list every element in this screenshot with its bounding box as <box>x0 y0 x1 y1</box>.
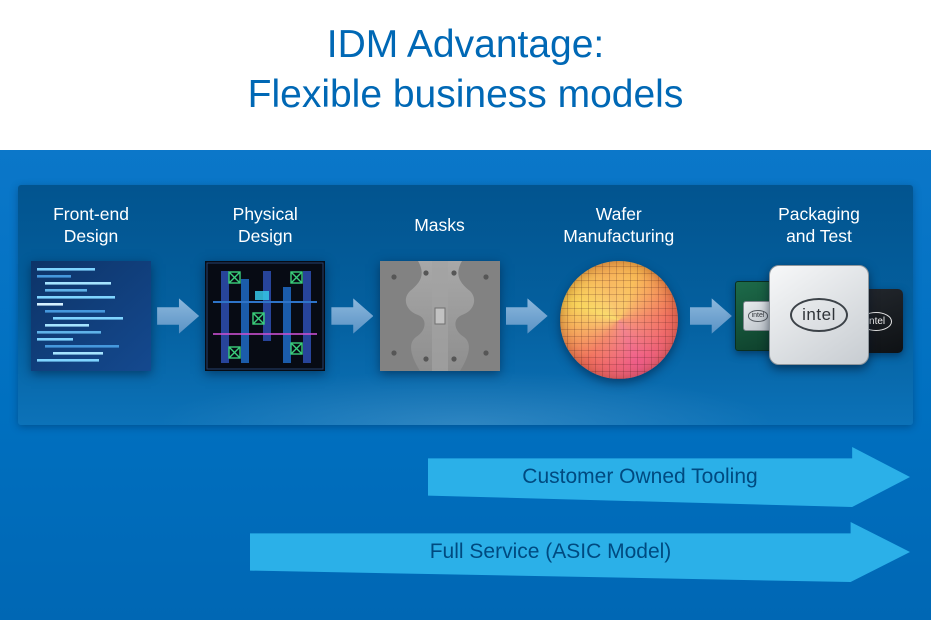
wafer-image <box>559 261 678 379</box>
banner-label: Full Service (ASIC Model) <box>429 540 672 563</box>
pcb-chip-cap: intel <box>743 301 773 331</box>
page-title: IDM Advantage: Flexible business models <box>0 20 931 120</box>
title-line-1: IDM Advantage: <box>326 23 605 66</box>
title-line-2: Flexible business models <box>247 72 684 116</box>
masks-image <box>379 261 500 371</box>
stage-physical-design: Physical Design <box>200 201 330 425</box>
stage-label: Physical Design <box>233 201 298 249</box>
stage-packaging-and-test: Packaging and Test intel intel <box>733 201 905 425</box>
stage-front-end-design: Front-end Design <box>26 201 156 425</box>
front-end-design-image <box>31 261 151 371</box>
mask-sem-icon <box>379 261 500 371</box>
banner-label: Customer Owned Tooling <box>522 465 758 488</box>
code-screen-icon <box>31 261 151 371</box>
stage-label: Wafer Manufacturing <box>563 201 674 249</box>
flow-arrow-icon <box>331 298 374 334</box>
stage-label: Front-end Design <box>53 201 129 249</box>
stage-label: Packaging and Test <box>778 201 860 249</box>
stage-label-line: Design <box>238 226 293 246</box>
stage-label-line: Packaging <box>778 203 860 224</box>
stage-label-line: Physical <box>232 203 298 224</box>
stage-masks: Masks <box>375 201 505 425</box>
flow-arrow-icon <box>157 298 200 334</box>
stage-label: Masks <box>414 201 465 249</box>
stage-label-line: Manufacturing <box>563 226 675 246</box>
process-band: Front-end Design <box>18 185 913 425</box>
flow-arrow-icon <box>505 298 548 334</box>
customer-owned-tooling-arrow: Customer Owned Tooling <box>428 447 910 507</box>
intel-logo-icon: intel <box>747 310 769 322</box>
chip-layout-icon <box>205 261 326 371</box>
stage-label-line: Wafer <box>595 203 642 224</box>
blue-background: Front-end Design <box>0 150 931 620</box>
stage-label-line: Design <box>63 226 119 246</box>
process-row: Front-end Design <box>18 185 913 425</box>
intel-logo-icon: intel <box>790 298 848 332</box>
physical-design-image <box>205 261 326 371</box>
stage-wafer-manufacturing: Wafer Manufacturing <box>549 201 689 425</box>
stage-label-line: and Test <box>786 226 852 246</box>
full-service-asic-arrow: Full Service (ASIC Model) <box>250 522 910 582</box>
packaging-image: intel intel intel <box>735 261 903 373</box>
flow-arrow-icon <box>689 298 732 334</box>
stage-label-line: Front-end <box>53 203 129 224</box>
cpu-package-icon: intel <box>769 265 869 365</box>
stage-label-line: Masks <box>414 214 465 235</box>
